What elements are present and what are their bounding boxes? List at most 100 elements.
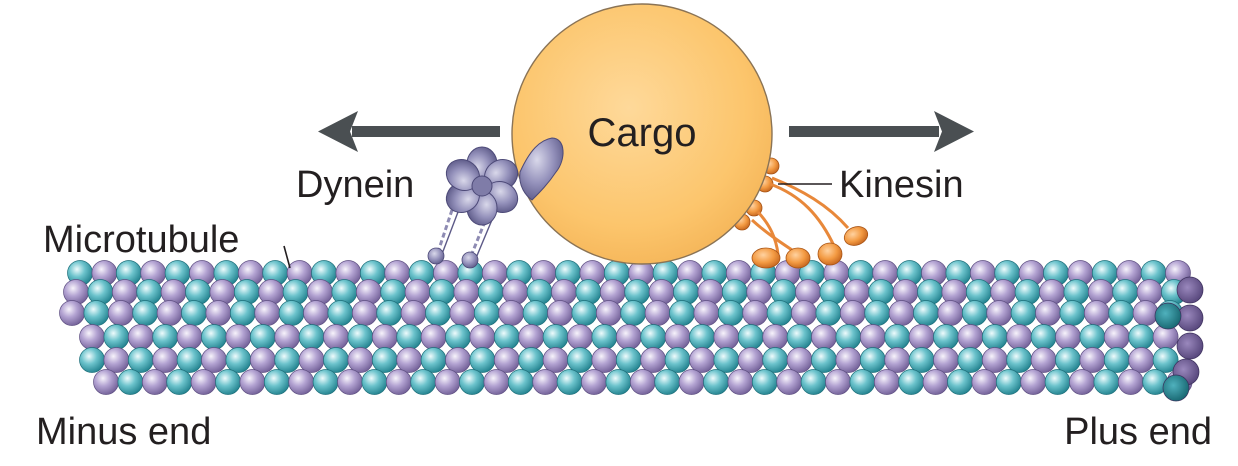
tubulin-subunit [1006,347,1033,373]
tubulin-subunit [1006,324,1033,350]
tubulin-subunit [786,324,813,350]
tubulin-subunit [522,300,549,326]
tubulin-subunit [225,324,252,350]
tubulin-subunit [644,300,671,326]
kinesin-label-group: Kinesin [778,164,964,206]
tubulin-subunit [713,347,740,373]
tubulin-subunit [526,279,553,305]
tubulin-subunit [689,347,715,373]
tubulin-subunit [1020,369,1047,395]
tubulin-subunit [1132,300,1159,326]
tubulin-subunit [811,324,837,350]
tubulin-subunit [469,324,496,350]
tubulin-subunit [239,369,266,395]
kinesin-label: Kinesin [839,164,964,206]
tubulin-subunit [103,347,130,373]
tubulin-subunit [1103,324,1130,350]
tubulin-subunit [331,279,358,305]
tubulin-subunit [176,347,203,373]
tubulin-subunit [815,300,842,326]
dynein-label: Dynein [296,164,414,206]
tubulin-subunit [225,347,252,373]
tubulin-subunit [1093,369,1120,395]
tubulin-subunit [132,300,159,326]
tubulin-subunit [205,300,232,326]
tubulin-subunit [1069,369,1095,395]
tubulin-subunit [396,347,423,373]
tubulin-subunit [63,279,89,305]
tubulin-subunit [79,347,105,373]
tubulin-subunit [420,347,447,373]
tubulin-subunit [957,324,984,350]
tubulin-subunit [396,324,423,350]
tubulin-subunit [843,279,870,305]
tubulin-subunit [721,279,748,305]
tubulin-subunit [917,279,943,305]
tubulin-subunit [567,324,593,350]
tubulin-subunit [542,347,569,373]
tubulin-subunit [965,279,992,305]
tubulin-subunit [986,300,1013,326]
tubulin-subunit [908,324,935,350]
tubulin-subunit [1152,347,1179,373]
tubulin-subunit [1103,347,1130,373]
tubulin-subunit [258,279,285,305]
tubulin-subunit [493,324,520,350]
minus-end-label: Minus end [36,411,211,453]
tubulin-subunit [727,369,754,395]
tubulin-subunit [185,279,211,305]
tubulin-subunit [981,347,1008,373]
cargo-sphere [511,3,773,265]
tubulin-subunit [615,347,642,373]
tubulin-subunit [371,347,398,373]
tubulin-subunit [298,324,325,350]
tubulin-subunit [624,279,651,305]
tubulin-subunit [449,300,476,326]
tubulin-subunit [141,369,168,395]
tubulin-subunit [274,347,301,373]
tubulin-subunit [547,300,573,326]
tubulin-subunit [746,279,773,305]
tubulin-subunit [669,300,695,326]
tubulin-subunit [323,324,349,350]
tubulin-subunit [1117,369,1144,395]
tubulin-subunit [1083,300,1110,326]
tubulin-subunit [629,369,656,395]
tubulin-subunit [278,300,305,326]
tubulin-subunit [1079,347,1106,373]
tubulin-subunit [1128,324,1155,350]
tubulin-subunit [591,347,618,373]
tubulin-subunit [884,347,911,373]
tubulin-subunit [1030,324,1057,350]
tubulin-subunit [766,300,793,326]
tubulin-subunit [640,324,667,350]
tubulin-subunit [298,347,325,373]
tubulin-subunit [542,324,569,350]
tubulin-subunit [776,369,803,395]
tubulin-subunit [933,324,959,350]
tubulin-subunit [737,324,764,350]
tubulin-subunit [654,369,681,395]
tubulin-subunit [599,279,626,305]
tubulin-subunit [693,300,720,326]
tubulin-subunit [229,300,256,326]
tubulin-subunit [1055,324,1081,350]
tubulin-subunit [859,347,886,373]
tubulin-subunit [595,300,622,326]
microtubule-label-group: Microtubule [43,219,291,269]
tubulin-subunit [713,324,740,350]
microtubule-leader-line [283,245,291,269]
tubulin-subunit [385,369,412,395]
tubulin-subunit [459,369,485,395]
tubulin-subunit [1112,279,1139,305]
tubulin-subunit [567,347,593,373]
tubulin-subunit [347,324,374,350]
tubulin-subunit [201,347,227,373]
tubulin-subunit-end [1154,302,1182,330]
tubulin-subunit [697,279,724,305]
tubulin-subunit [1059,300,1086,326]
tubulin-subunit [664,324,691,350]
tubulin-subunit [493,347,520,373]
tubulin-subunit [689,324,715,350]
tubulin-subunit [849,369,876,395]
